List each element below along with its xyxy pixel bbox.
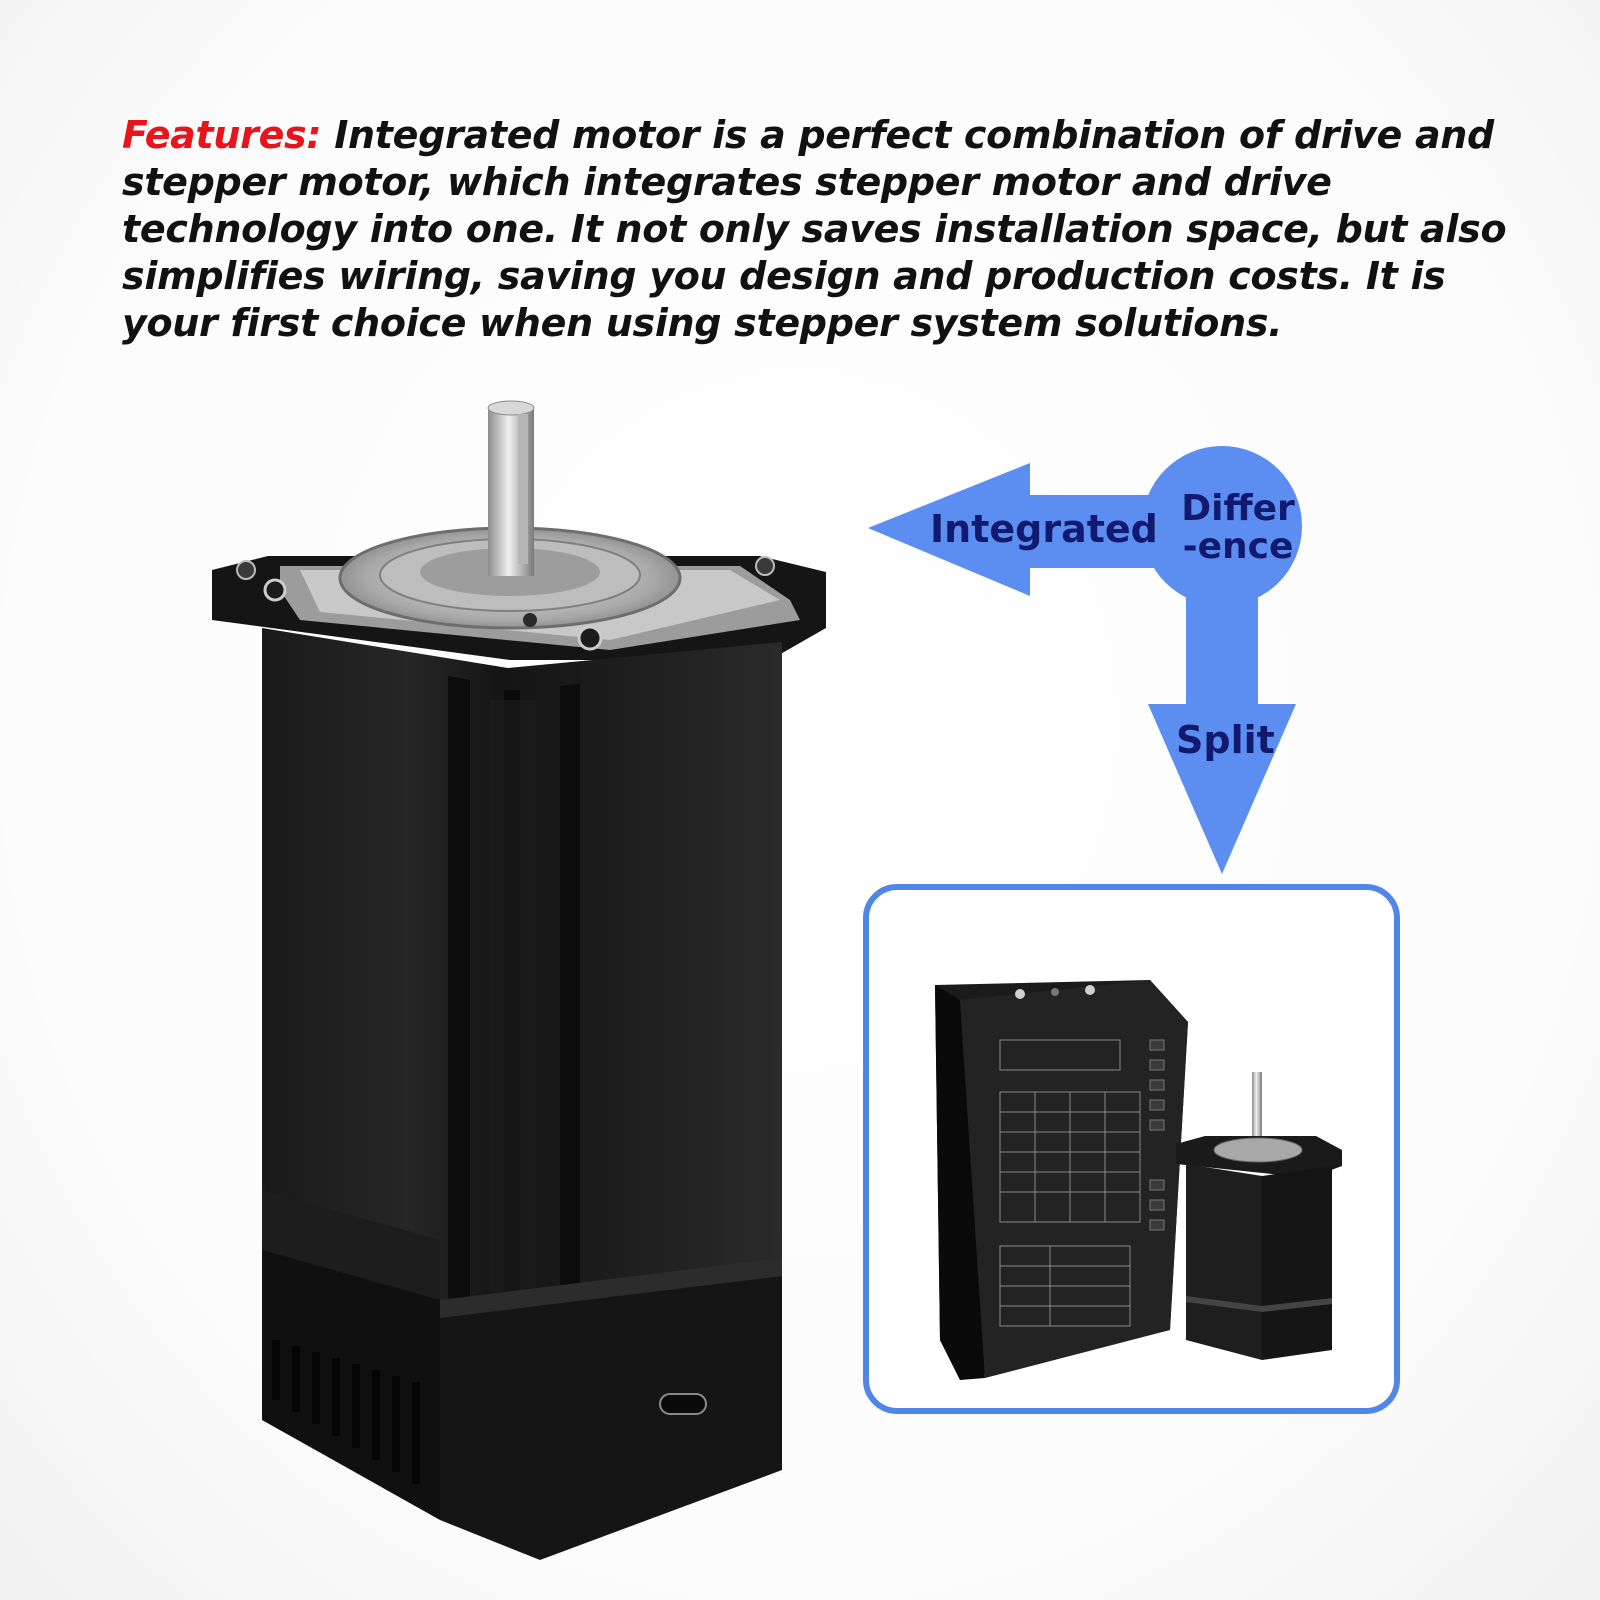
features-description: Features: Integrated motor is a perfect … [122, 112, 1522, 347]
features-lead: Features: [122, 113, 322, 157]
difference-label-line2: -ence [1182, 526, 1294, 567]
difference-circle [1142, 446, 1302, 606]
difference-label: Differ -ence [1163, 490, 1313, 566]
difference-label-line1: Differ [1181, 488, 1295, 529]
split-label: Split [1176, 718, 1275, 762]
left-arrow-icon [868, 463, 1160, 596]
integrated-label: Integrated [930, 507, 1158, 551]
down-arrow-icon [1148, 704, 1296, 874]
features-text: Integrated motor is a perfect combinatio… [122, 113, 1507, 345]
